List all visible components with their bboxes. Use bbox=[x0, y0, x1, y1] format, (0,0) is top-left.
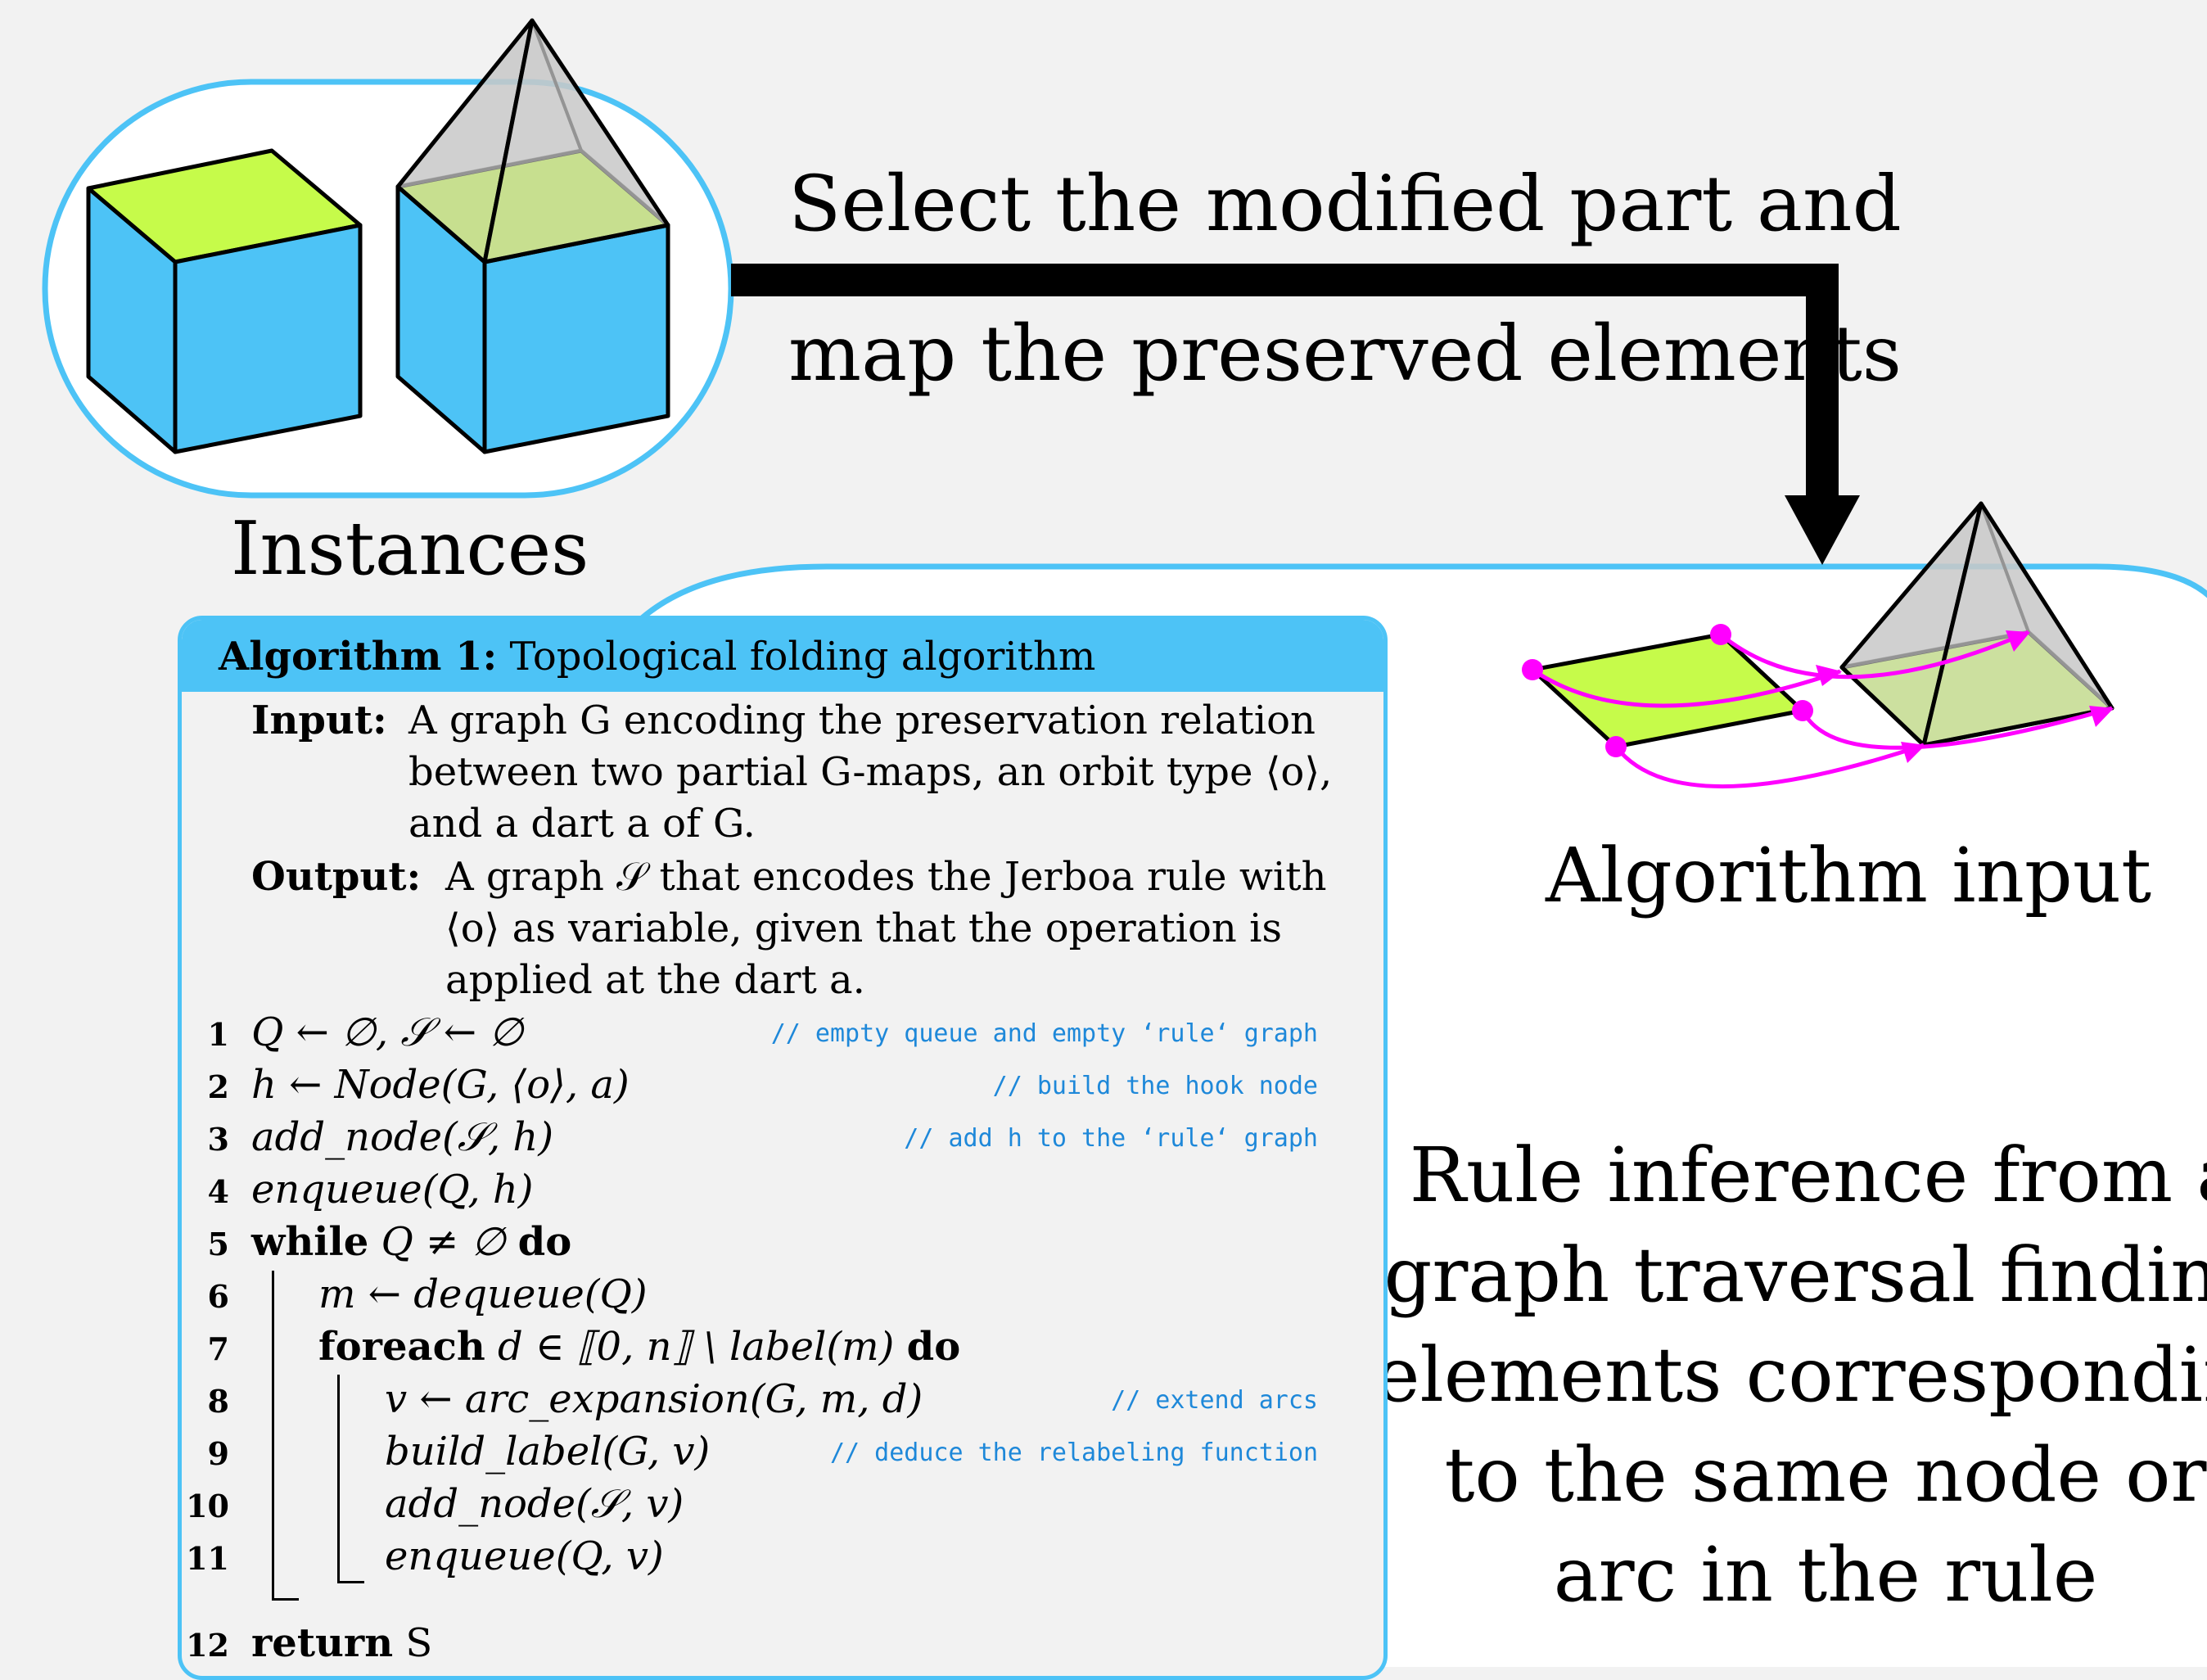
keyword-do: do bbox=[906, 1324, 961, 1370]
code-line: h ← Node(G, ⟨o⟩, a) bbox=[251, 1062, 630, 1108]
keyword-foreach: foreach bbox=[318, 1324, 485, 1370]
line-number: 1 bbox=[207, 1016, 229, 1053]
input-line: A graph G encoding the preservation rela… bbox=[408, 698, 1316, 743]
return-value: S bbox=[405, 1620, 433, 1666]
algorithm-name: Topological folding algorithm bbox=[509, 634, 1096, 680]
line-number: 12 bbox=[186, 1627, 229, 1664]
code-comment: // add h to the ‘rule‘ graph bbox=[904, 1124, 1318, 1153]
output-line: A graph 𝒮 that encodes the Jerboa rule w… bbox=[445, 854, 1327, 900]
algorithm-title: Algorithm 1: Topological folding algorit… bbox=[219, 634, 1095, 680]
instances-label: Instances bbox=[231, 506, 589, 592]
code-line: add_node(𝒮, h) bbox=[251, 1114, 554, 1160]
while-condition: Q ≠ ∅ bbox=[381, 1219, 506, 1265]
output-line: ⟨o⟩ as variable, given that the operatio… bbox=[445, 905, 1283, 951]
code-comment: // build the hook node bbox=[992, 1072, 1318, 1100]
input-label: Input: bbox=[251, 698, 387, 743]
rule-inference-text: Rule inference from a graph traversal fi… bbox=[1375, 1126, 2207, 1625]
caption-line-1: Select the modified part and bbox=[788, 160, 1902, 249]
line-number: 7 bbox=[207, 1330, 229, 1367]
algorithm-input-label: Algorithm input bbox=[1546, 832, 2152, 919]
keyword-do: do bbox=[517, 1219, 572, 1265]
rule-text-line: graph traversal finding bbox=[1383, 1231, 2207, 1319]
rule-text-line: arc in the rule bbox=[1553, 1531, 2098, 1619]
line-number: 6 bbox=[207, 1278, 229, 1315]
code-line: add_node(𝒮, v) bbox=[385, 1481, 684, 1527]
caption-line-2: map the preserved elements bbox=[788, 309, 1902, 399]
line-number: 5 bbox=[207, 1226, 229, 1262]
code-line: enqueue(Q, v) bbox=[385, 1533, 664, 1579]
output-line: applied at the dart a. bbox=[445, 957, 865, 1003]
algorithm-header bbox=[182, 620, 1383, 692]
return-statement: return S bbox=[251, 1620, 432, 1666]
line-number: 3 bbox=[207, 1121, 229, 1158]
rule-text-line: Rule inference from a bbox=[1409, 1131, 2207, 1219]
keyword-return: return bbox=[251, 1620, 394, 1666]
foreach-range: d ∈ ⟦0, n⟧ \ label(m) bbox=[497, 1324, 895, 1370]
while-block-bar bbox=[272, 1271, 299, 1601]
code-comment: // deduce the relabeling function bbox=[829, 1438, 1318, 1467]
foreach-block-bar bbox=[337, 1375, 364, 1583]
foreach-statement: foreach d ∈ ⟦0, n⟧ \ label(m) do bbox=[318, 1324, 960, 1370]
cube-with-pyramid-icon bbox=[395, 18, 670, 454]
line-number: 4 bbox=[207, 1173, 229, 1210]
code-line: v ← arc_expansion(G, m, d) bbox=[385, 1376, 923, 1422]
cube-icon bbox=[86, 148, 363, 454]
arc-endpoint-dots bbox=[1522, 624, 1813, 757]
code-line: build_label(G, v) bbox=[385, 1429, 711, 1475]
output-label: Output: bbox=[251, 854, 422, 900]
line-number: 10 bbox=[186, 1488, 229, 1524]
rule-text-line: to the same node or bbox=[1444, 1431, 2207, 1519]
line-number: 2 bbox=[207, 1068, 229, 1105]
algorithm-number: Algorithm 1: bbox=[219, 634, 498, 680]
keyword-while: while bbox=[251, 1219, 369, 1265]
line-number: 9 bbox=[207, 1435, 229, 1472]
input-line: and a dart a of G. bbox=[408, 801, 756, 847]
line-number: 11 bbox=[186, 1540, 229, 1577]
code-line: Q ← ∅, 𝒮 ← ∅ bbox=[251, 1009, 524, 1055]
rule-text-line: elements corresponding bbox=[1375, 1331, 2207, 1419]
code-comment: // extend arcs bbox=[1111, 1386, 1318, 1415]
algorithm-box: Algorithm 1: Topological folding algorit… bbox=[178, 616, 1388, 1680]
code-line: m ← dequeue(Q) bbox=[318, 1271, 648, 1317]
arc-arrowheads bbox=[1816, 630, 2114, 763]
code-comment: // empty queue and empty ‘rule‘ graph bbox=[770, 1019, 1318, 1048]
code-line: enqueue(Q, h) bbox=[251, 1167, 534, 1213]
while-statement: while Q ≠ ∅ do bbox=[251, 1219, 571, 1265]
process-arrow bbox=[731, 264, 1860, 565]
correspondence-arcs bbox=[1531, 630, 2113, 788]
input-line: between two partial G-maps, an orbit typ… bbox=[408, 749, 1333, 795]
line-number: 8 bbox=[207, 1383, 229, 1420]
